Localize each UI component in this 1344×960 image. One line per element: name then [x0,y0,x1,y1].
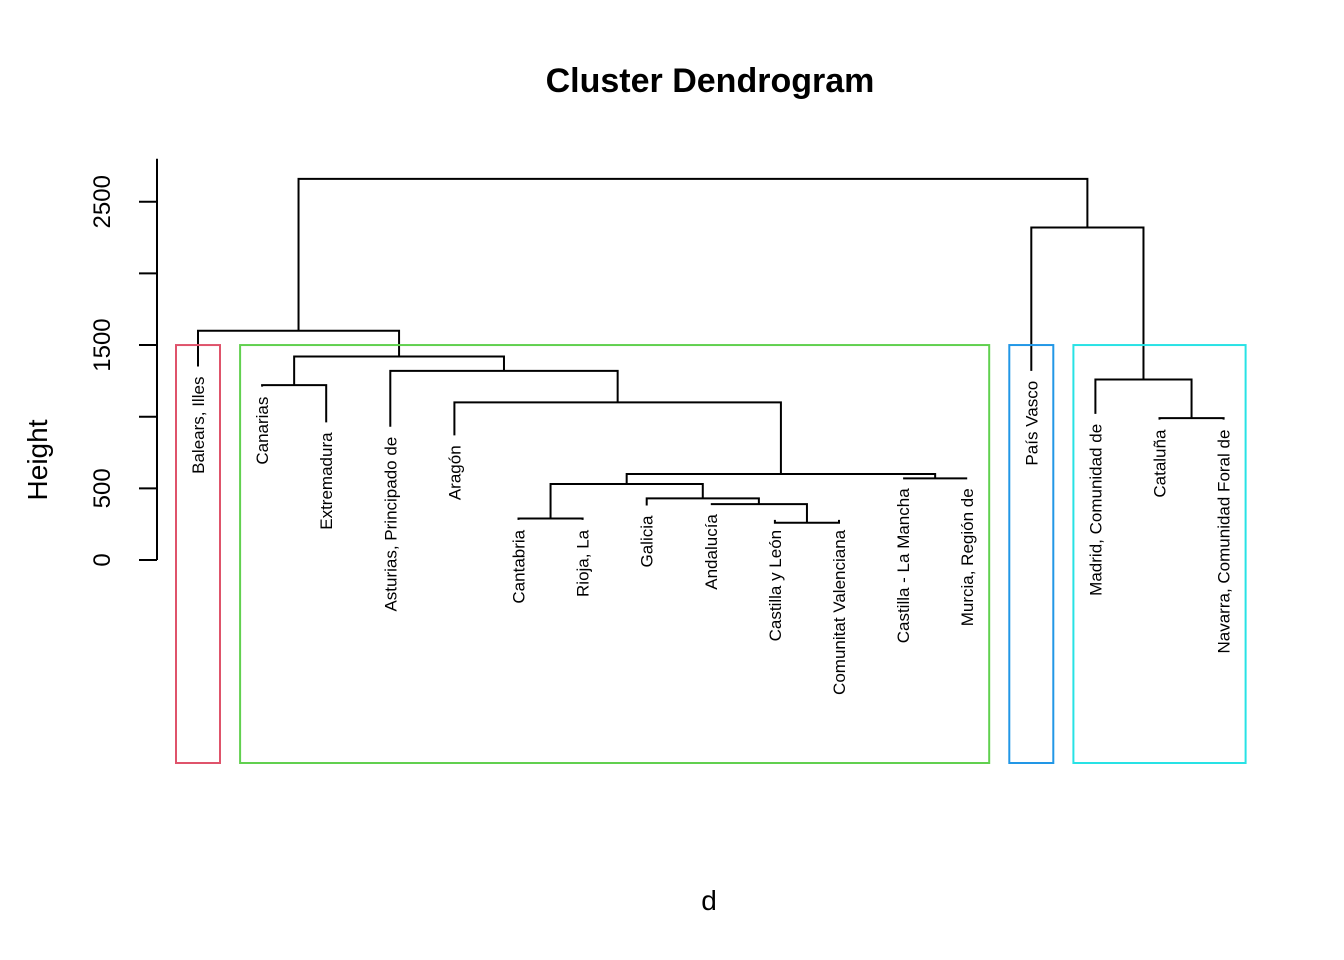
y-tick-label-1500: 1500 [89,318,116,371]
leaf-label: Castilla - La Mancha [894,488,913,644]
link-m_mid [625,473,937,485]
link-m_cant_rioja [517,517,584,520]
leaf-label: Aragón [445,445,464,500]
link-m_cant_gal [549,483,704,519]
leaf-label: Balears, Illes [189,377,208,474]
link-m_arag [453,401,782,475]
leaf-label: Asturias, Principado de [381,437,400,612]
leaf-label: Castilla y León [766,530,785,642]
leaf-label: Galicia [638,515,657,568]
link-m_right [1030,226,1145,380]
leaf-label: Canarias [253,397,272,465]
leaf-label: País Vasco [1022,381,1041,466]
link-m_cat_nav [1158,417,1225,420]
leaf-label: Navarra, Comunidad Foral de [1215,430,1234,654]
leaf-label: Comunitat Valenciana [830,529,849,695]
link-m_left [197,329,401,367]
leaf-label: Cantabria [510,529,529,603]
link-m_ast [389,369,619,427]
leaf-label: Andalucía [702,514,721,590]
y-axis-title: Height [22,419,53,500]
cluster-boxes [175,344,1247,764]
y-axis: 0 500 1500 2500 [89,158,158,567]
chart-title: Cluster Dendrogram [546,62,875,100]
y-tick-label-0: 0 [89,553,116,566]
leaf-label: Cataluña [1151,429,1170,498]
cluster-box-3 [1008,344,1055,764]
y-tick-label-2500: 2500 [89,175,116,228]
cluster-box-2 [239,344,991,764]
leaf-label: Extremadura [317,432,336,530]
dendrogram-links [197,177,1225,524]
link-m_root [297,177,1089,331]
x-axis-title: d [701,885,717,916]
leaf-label: Madrid, Comunidad de [1086,424,1105,596]
link-m_and_cylcv [710,503,808,523]
cluster-box-1 [175,344,221,764]
cluster-box-4 [1072,344,1247,764]
y-tick-label-500: 500 [89,468,116,508]
leaf-label: Murcia, Región de [958,488,977,626]
link-m_mad_catnav [1094,378,1193,419]
leaf-label: Rioja, La [574,529,593,597]
